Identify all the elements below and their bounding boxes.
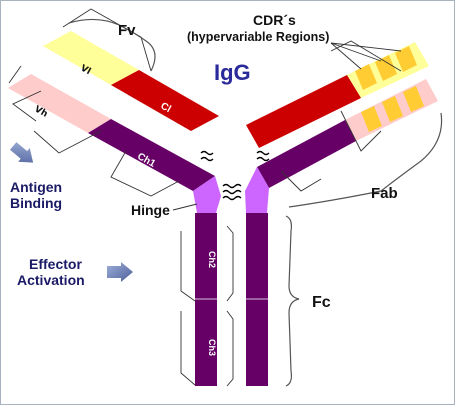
vl-domain [43,31,139,85]
cdrs-label-line2: (hypervariable Regions) [187,30,329,44]
ch1-domain-right [257,120,356,188]
arrow-right-icon [107,262,133,282]
antigen-binding-line2: Binding [10,195,62,211]
effector-activation-line2: Activation [17,272,85,288]
fab-brace [288,112,443,208]
igg-title: IgG [214,60,251,85]
ch2-label: Ch2 [207,251,217,268]
domain-outlines [8,8,402,387]
fc-stem-left [195,213,217,386]
cdr-stripes-heavy [361,86,424,132]
fc-stem-right [246,213,268,386]
cdr-pointer-lines [330,42,402,70]
cdr-stripes-light [355,46,417,90]
fab-label: Fab [371,185,398,202]
arrow-right-icon [10,142,34,163]
hinge-right [245,167,269,213]
fc-label: Fc [312,294,331,311]
vh-domain-left [8,74,111,133]
cdrs-label-line1: CDR´s [253,12,296,28]
cl-label: Cl [159,101,173,116]
hinge-pointer [172,203,198,211]
antigen-binding-line1: Antigen [10,179,62,195]
hinge-label: Hinge [131,202,170,218]
disulfide-bond-icon [200,150,270,201]
fv-label: Fv [118,22,136,39]
ch1-domain-left [88,119,215,191]
cl-domain-right [246,75,361,148]
fc-brace [285,215,300,387]
fv-brace [68,18,156,72]
vl-label: Vl [79,64,93,78]
ch3-label: Ch3 [207,339,217,356]
hinge-left [193,176,221,213]
effector-activation-line1: Effector [29,256,82,272]
cl-domain-left [111,70,219,131]
